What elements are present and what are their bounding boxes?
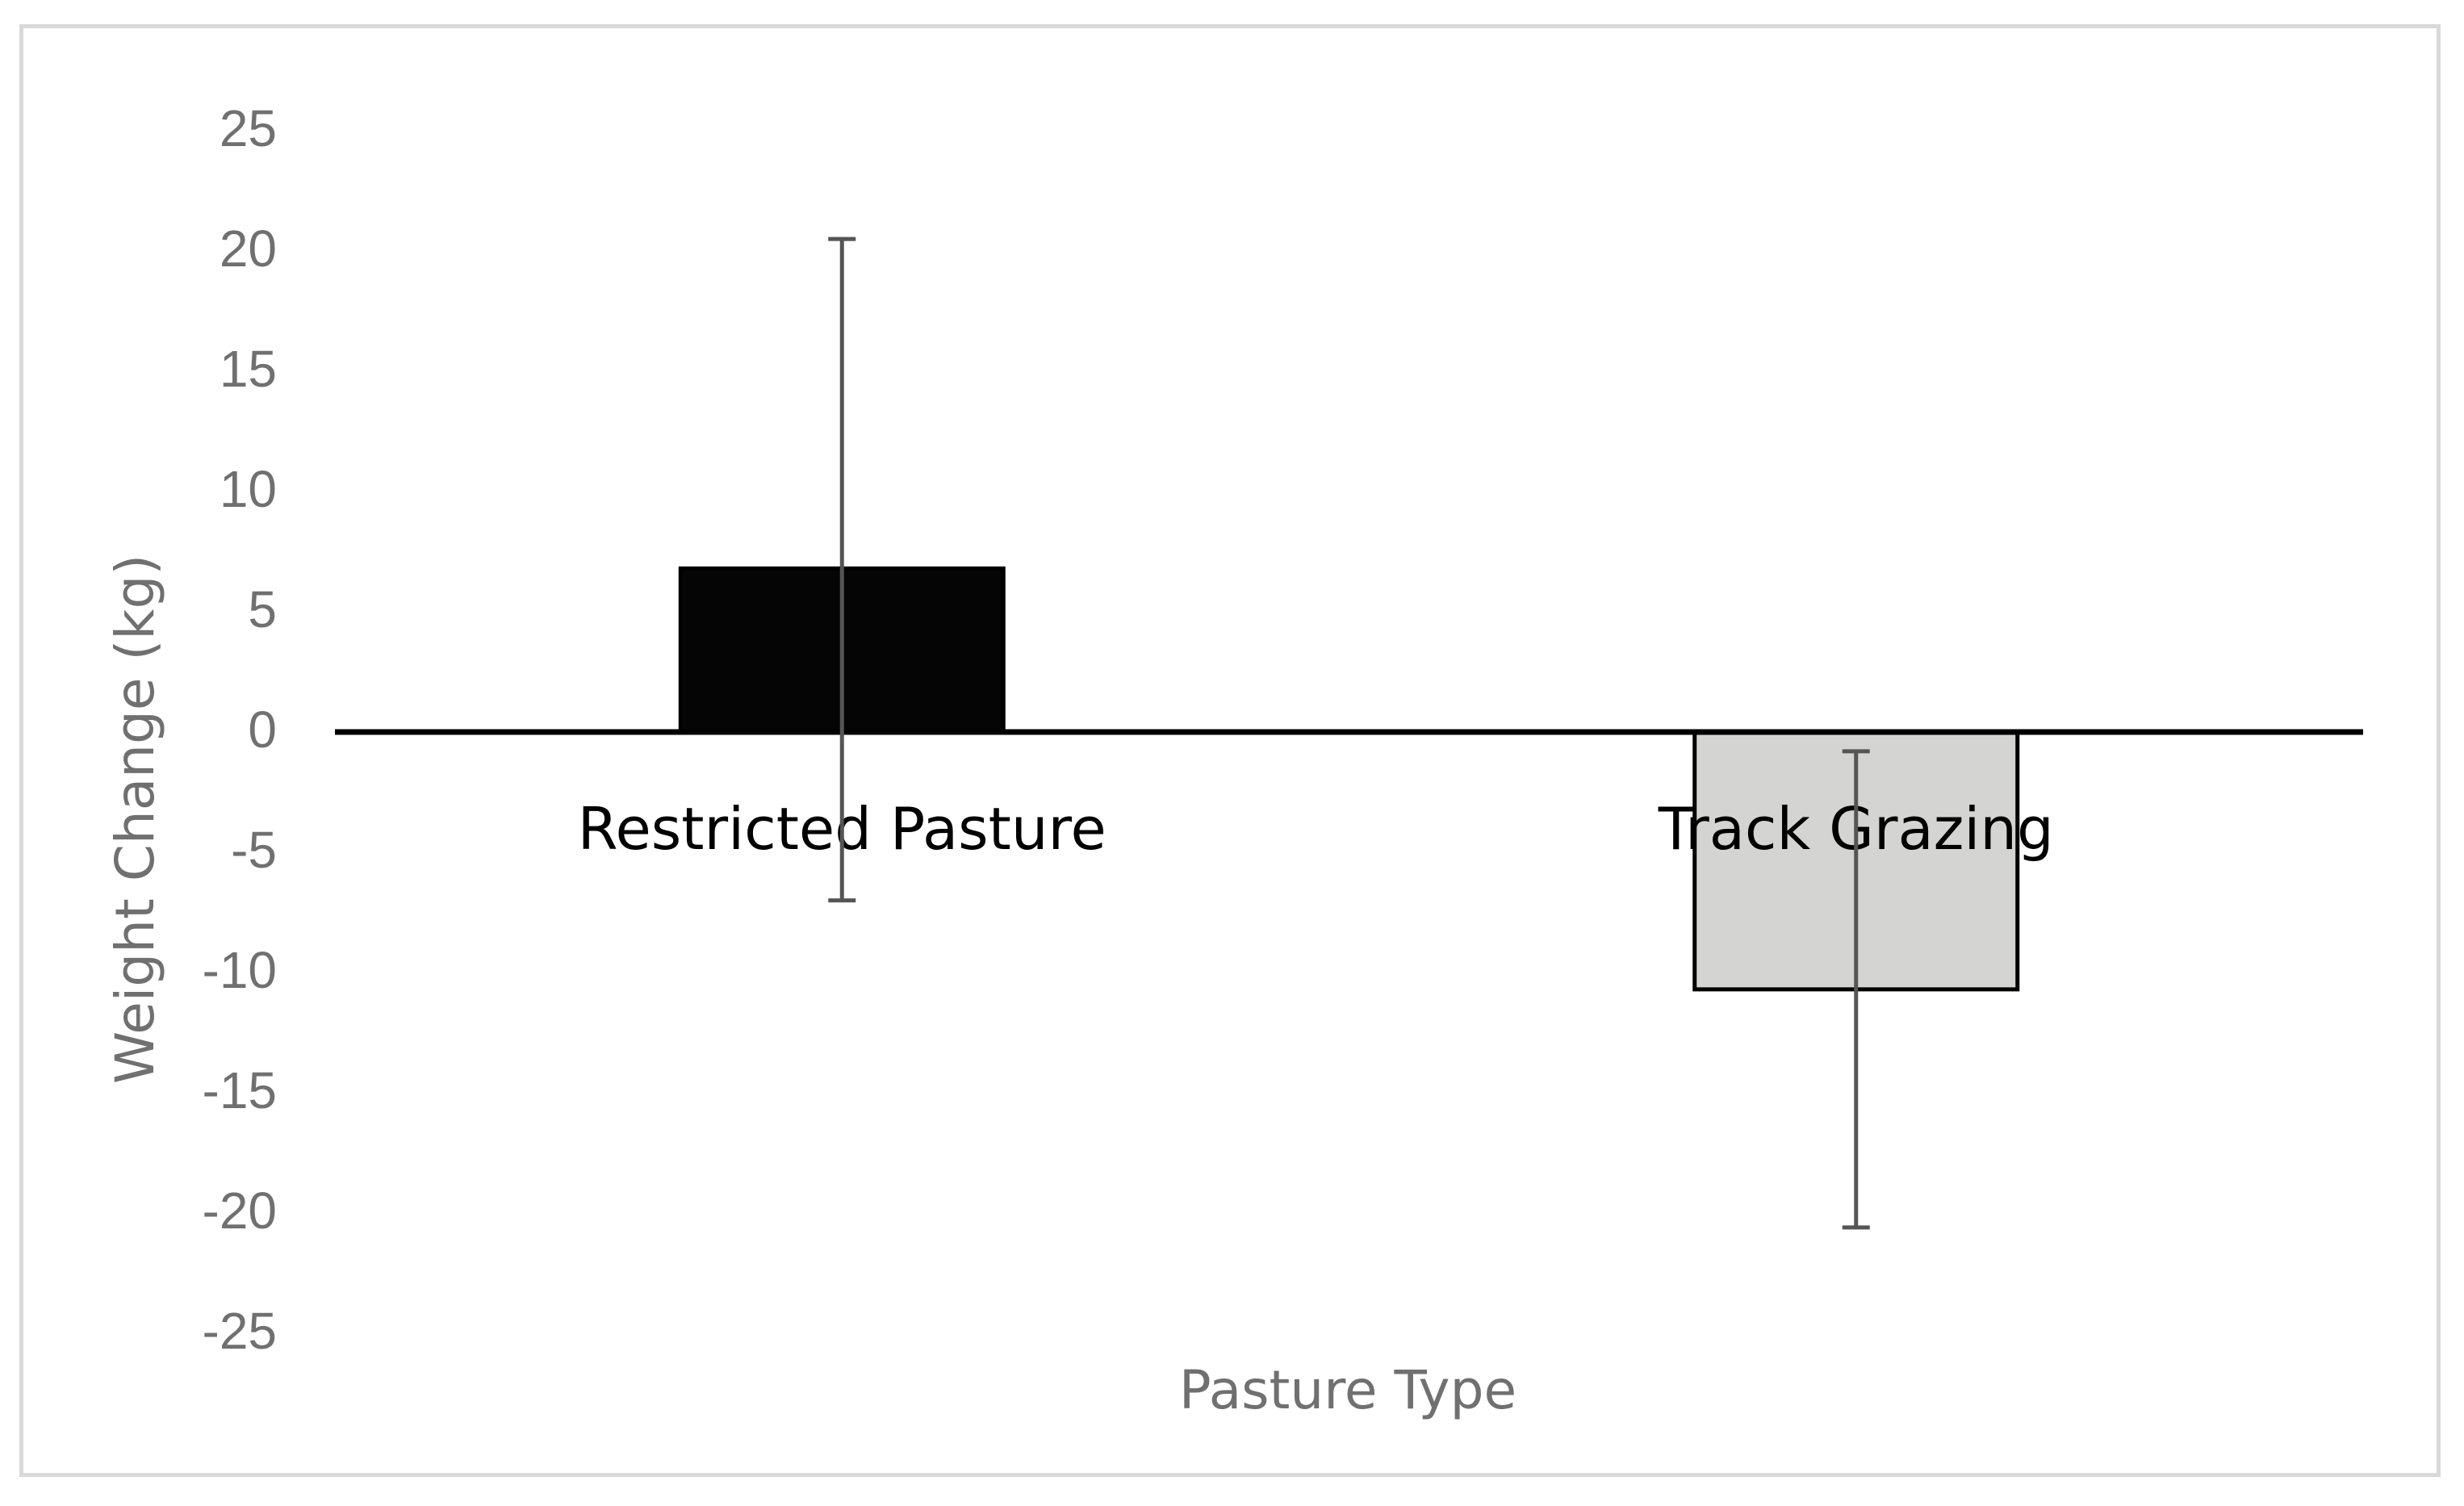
y-tick-label: -15 <box>203 1061 278 1119</box>
y-tick-label: 20 <box>220 220 277 278</box>
y-tick-label: 15 <box>220 340 277 398</box>
chart-frame <box>19 24 2441 1477</box>
x-axis-title: Pasture Type <box>1179 1359 1516 1421</box>
y-tick-label: 5 <box>248 580 277 638</box>
y-tick-label: -5 <box>231 821 277 879</box>
bars <box>678 566 2020 992</box>
y-tick-label: -10 <box>203 941 278 999</box>
y-axis-ticks: 25 20 15 10 5 0 -5 -10 -15 -20 -25 <box>203 99 278 1360</box>
error-bars <box>828 236 1870 1230</box>
y-tick-label: 10 <box>220 460 277 518</box>
y-axis-title: Weight Change (kg) <box>104 554 166 1084</box>
y-tick-label: -25 <box>203 1302 278 1360</box>
y-tick-label: -20 <box>203 1182 278 1240</box>
y-tick-label: 25 <box>220 99 277 157</box>
y-tick-label: 0 <box>248 701 277 759</box>
